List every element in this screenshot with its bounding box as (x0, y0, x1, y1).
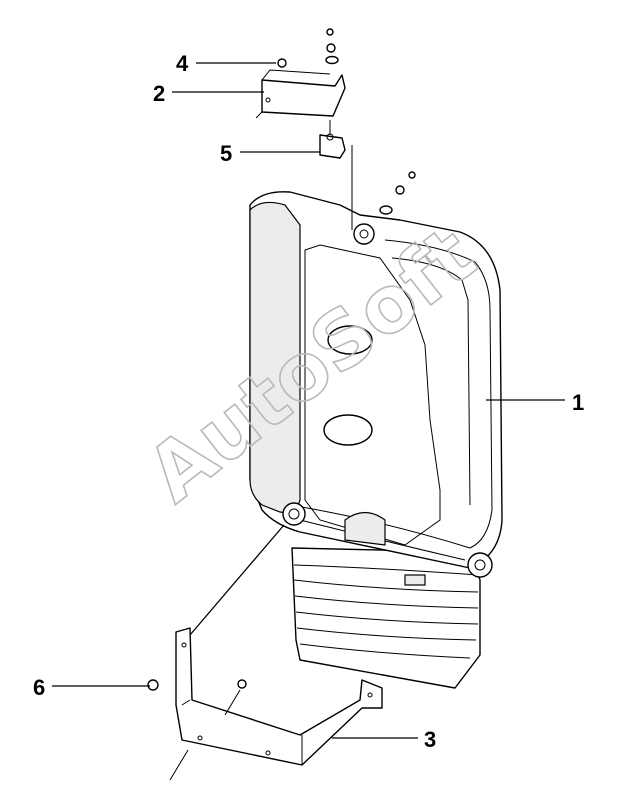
callout-1: 1 (572, 390, 584, 415)
right-pivot-boss (467, 552, 493, 578)
callout-2: 2 (153, 81, 165, 106)
seat-hole-upper (327, 325, 373, 355)
callout-3: 3 (424, 727, 436, 752)
top-bolt-stack (325, 28, 339, 65)
left-pivot-boss (282, 502, 306, 526)
bolt-item-6 (147, 679, 159, 691)
top-mount-boss (353, 223, 375, 245)
leader-pivot (189, 524, 285, 636)
right-fastener-stack (379, 171, 416, 215)
lower-bracket (169, 627, 383, 781)
upper-bracket (255, 69, 346, 119)
suspension-bellows (291, 547, 481, 689)
callout-6: 6 (33, 675, 45, 700)
callout-4: 4 (176, 51, 189, 76)
seat-back-frame (249, 191, 503, 569)
bolt-item-4 (277, 58, 287, 68)
bellows-clip (404, 574, 426, 586)
callout-5: 5 (220, 141, 232, 166)
seat-hole-lower (323, 414, 373, 446)
bushing-item-5 (319, 133, 346, 159)
